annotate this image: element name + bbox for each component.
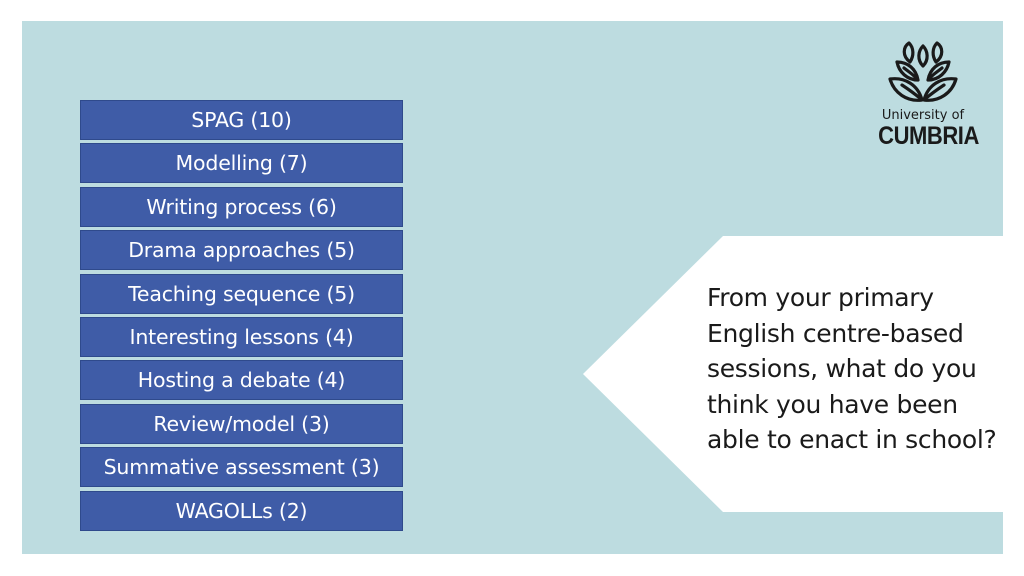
topic-item-modelling: Modelling (7) [80,143,403,184]
topic-label: Writing process (6) [146,194,337,219]
university-logo: University of CUMBRIA [872,40,979,160]
topic-item-writing-process: Writing process (6) [80,186,403,227]
topic-label: Modelling (7) [175,151,308,176]
topic-label: WAGOLLs (2) [175,498,308,523]
topic-item-drama-approaches: Drama approaches (5) [80,230,403,271]
topic-label: Interesting lessons (4) [129,324,354,349]
lotus-leaves-icon [888,41,958,102]
topic-list: SPAG (10) Modelling (7) Writing process … [80,100,403,534]
topic-item-summative-assessment: Summative assessment (3) [80,447,403,488]
topic-label: Drama approaches (5) [128,238,355,263]
topic-item-review-model: Review/model (3) [80,403,403,444]
topic-item-spag: SPAG (10) [80,100,403,140]
topic-label: Review/model (3) [153,411,330,436]
logo-line-cumbria: CUMBRIA [878,122,979,150]
topic-item-hosting-a-debate: Hosting a debate (4) [80,360,403,401]
topic-label: Summative assessment (3) [103,455,380,480]
topic-label: SPAG (10) [191,108,292,132]
topic-item-interesting-lessons: Interesting lessons (4) [80,316,403,357]
topic-item-wagolls: WAGOLLs (2) [80,490,403,531]
topic-label: Teaching sequence (5) [128,281,355,306]
topic-item-teaching-sequence: Teaching sequence (5) [80,273,403,314]
topic-label: Hosting a debate (4) [137,368,346,393]
logo-line-university-of: University of [881,108,965,123]
question-text: From your primary English centre-based s… [707,283,997,454]
